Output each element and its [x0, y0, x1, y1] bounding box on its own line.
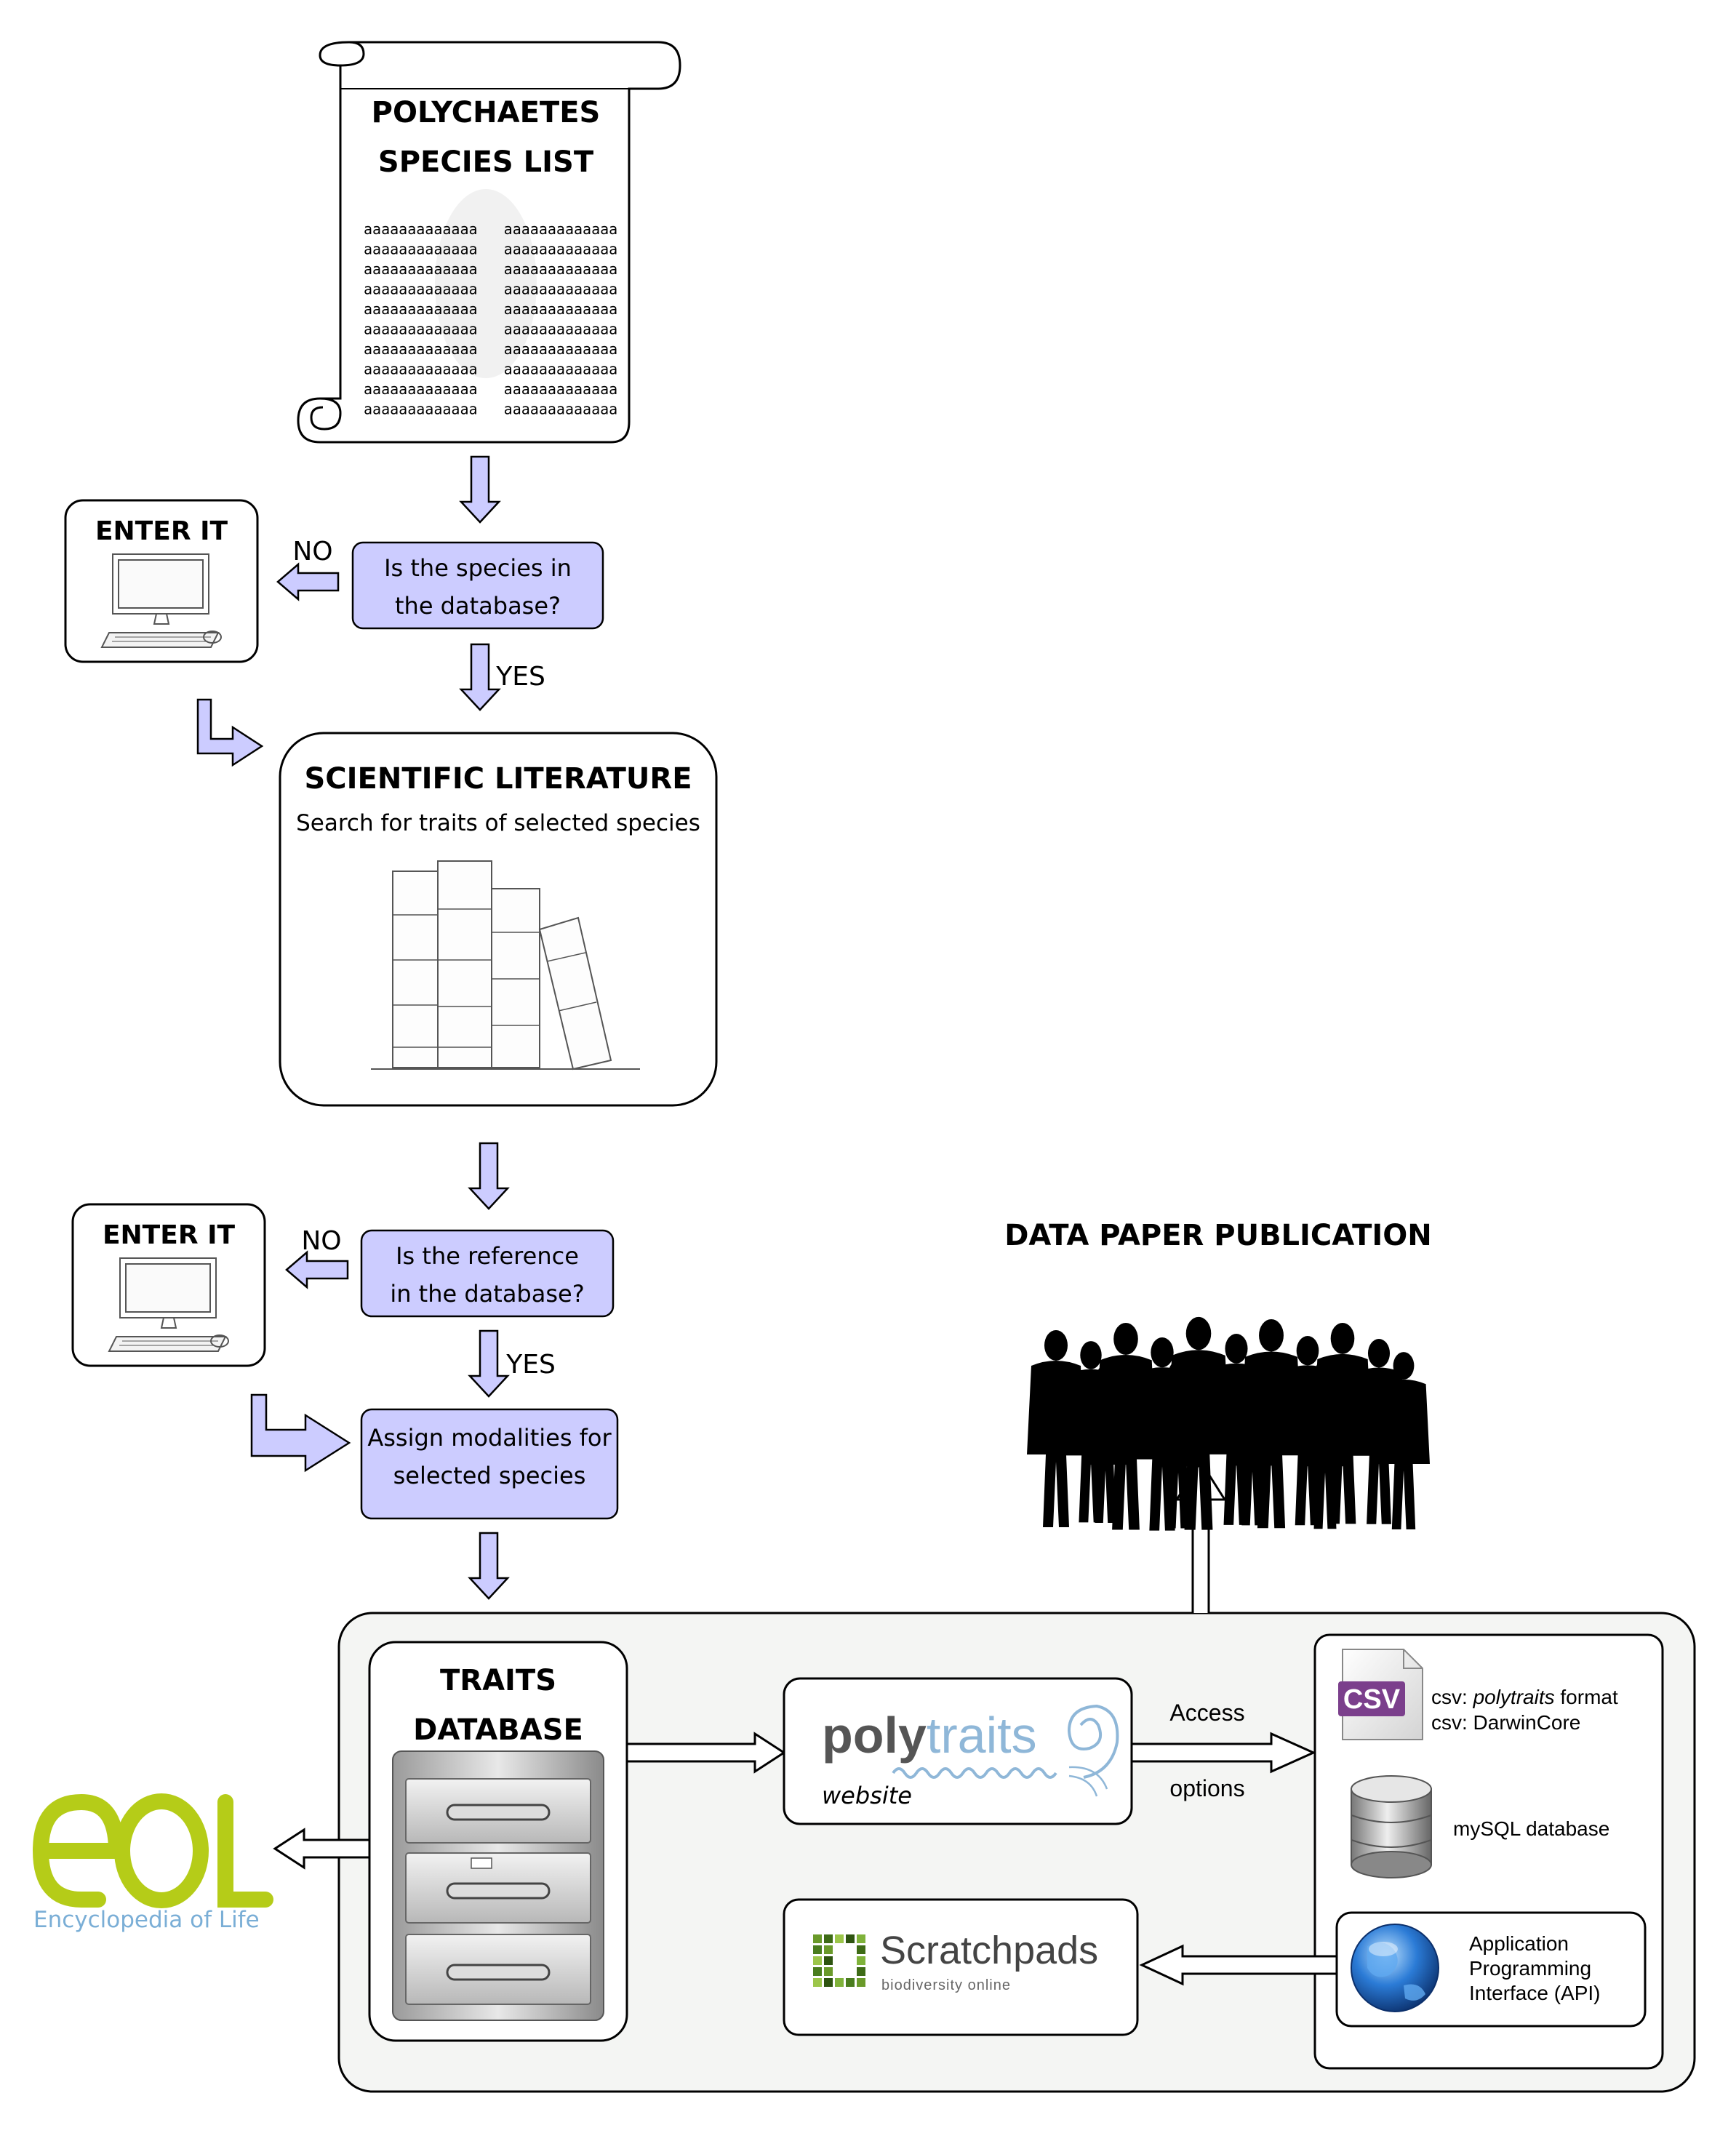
arrow-access-options: [1130, 1732, 1316, 1774]
scroll-filler-row: aaaaaaaaaaaaa aaaaaaaaaaaaa: [364, 281, 617, 298]
scroll-filler-row: aaaaaaaaaaaaa aaaaaaaaaaaaa: [364, 380, 617, 398]
eol-mark-icon: [32, 1793, 273, 1908]
globe-icon: [1351, 1924, 1439, 2012]
arrow-left-no-1: [276, 562, 340, 601]
polytraits-logo-part1: poly: [822, 1707, 927, 1764]
scroll-filler-row: aaaaaaaaaaaaa aaaaaaaaaaaaa: [364, 401, 617, 418]
arrow-down-3: [468, 1532, 510, 1600]
traits-database-box: TRAITS DATABASE: [368, 1641, 628, 2042]
publication-title: DATA PAPER PUBLICATION: [1004, 1219, 1432, 1252]
scratchpads-name: Scratchpads: [880, 1929, 1098, 1972]
no-label-2: NO: [301, 1226, 341, 1256]
person-silhouette: [1082, 1365, 1129, 1523]
csv-line1-italic: polytraits: [1473, 1686, 1555, 1708]
arrow-down-yes-1: [459, 643, 501, 711]
yes-label-2: YES: [505, 1350, 556, 1380]
decision-reference-in-database: Is the reference in the database?: [360, 1229, 615, 1318]
no-label-1: NO: [292, 537, 332, 567]
access-line2: options: [1169, 1775, 1244, 1801]
api-line2: Programming: [1469, 1957, 1591, 1980]
assign-line1: Assign modalities for: [367, 1424, 612, 1452]
eol-logo: Encyclopedia of Life: [32, 1793, 273, 1933]
csv-badge: CSV: [1343, 1684, 1401, 1715]
arrow-down-1: [459, 455, 501, 524]
enter-it-box-2: ENTER IT: [71, 1203, 266, 1367]
arrow-down-2: [468, 1142, 510, 1210]
scroll-filler-text: aaaaaaaaaaaaa aaaaaaaaaaaaa aaaaaaaaaaaaa…: [364, 220, 617, 418]
computer-icon: [108, 1257, 229, 1352]
assign-line2: selected species: [393, 1462, 586, 1489]
assign-modalities-box: Assign modalities for selected species: [360, 1408, 619, 1520]
scroll-filler-row: aaaaaaaaaaaaa aaaaaaaaaaaaa: [364, 361, 617, 378]
polytraits-spiral-icon: [1067, 1704, 1119, 1779]
polytraits-logo-part2: traits: [927, 1707, 1037, 1764]
decision-reference-line1: Is the reference: [396, 1242, 579, 1270]
decision-species-line2: the database?: [395, 592, 561, 620]
books-icon: [371, 860, 640, 1071]
scroll-filler-row: aaaaaaaaaaaaa aaaaaaaaaaaaa: [364, 241, 617, 258]
decision-species-line1: Is the species in: [384, 554, 572, 582]
access-line1: Access: [1169, 1700, 1244, 1726]
scroll-filler-row: aaaaaaaaaaaaa aaaaaaaaaaaaa: [364, 300, 617, 318]
traits-db-line2: DATABASE: [413, 1713, 583, 1747]
scroll-filler-row: aaaaaaaaaaaaa aaaaaaaaaaaaa: [364, 340, 617, 358]
person-silhouette: [1228, 1364, 1276, 1526]
arrow-elbow-2: [250, 1393, 351, 1473]
svg-text:polytraits: polytraits: [822, 1707, 1037, 1764]
scroll-filler-row: aaaaaaaaaaaaa aaaaaaaaaaaaa: [364, 260, 617, 278]
enter-it-box-1: ENTER IT: [64, 499, 259, 663]
arrow-elbow-1: [196, 698, 264, 767]
api-line1: Application: [1469, 1932, 1569, 1955]
scroll-title-line2: SPECIES LIST: [378, 145, 594, 179]
scratchpads-box: Scratchpads biodiversity online: [783, 1898, 1139, 2036]
scroll-filler-row: aaaaaaaaaaaaa aaaaaaaaaaaaa: [364, 321, 617, 338]
person-silhouette: [1153, 1361, 1203, 1529]
eol-caption: Encyclopedia of Life: [33, 1907, 260, 1933]
filing-cabinet-icon: [392, 1750, 604, 2021]
decision-species-in-database: Is the species in the database?: [351, 541, 604, 630]
polytraits-tentacle-icon: [1068, 1766, 1108, 1797]
sketch-watermark: [435, 189, 537, 378]
polytraits-website-box: polytraits website: [783, 1677, 1133, 1825]
api-line3: Interface (API): [1469, 1982, 1601, 2004]
scroll-filler-row: aaaaaaaaaaaaa aaaaaaaaaaaaa: [364, 220, 617, 238]
decision-reference-line2: in the database?: [390, 1280, 584, 1308]
people-crowd-icon: [1027, 1316, 1430, 1531]
polytraits-wave-icon: [892, 1767, 1057, 1779]
csv-line2: csv: DarwinCore: [1431, 1711, 1580, 1734]
scroll-title-line1: POLYCHAETES: [372, 96, 601, 129]
person-silhouette: [1300, 1359, 1351, 1529]
species-list-scroll: POLYCHAETES SPECIES LIST aaaaaaaaaaaaa a…: [297, 41, 681, 444]
computer-icon: [100, 553, 222, 648]
literature-subtitle: Search for traits of selected species: [296, 810, 700, 836]
database-cylinder-icon: [1351, 1775, 1432, 1878]
scratchpads-logo-icon: [813, 1934, 865, 1987]
yes-label-1: YES: [495, 662, 545, 692]
enter-it-title-1: ENTER IT: [95, 516, 228, 546]
mysql-label: mySQL database: [1453, 1817, 1609, 1840]
csv-line1-prefix: csv:: [1431, 1686, 1473, 1708]
literature-title: SCIENTIFIC LITERATURE: [304, 762, 692, 796]
arrow-down-yes-2: [468, 1329, 510, 1398]
traits-db-line1: TRAITS: [440, 1664, 556, 1697]
scientific-literature-box: SCIENTIFIC LITERATURE Search for traits …: [279, 732, 718, 1107]
scratchpads-tagline: biodiversity online: [881, 1977, 1011, 1993]
arrow-left-no-2: [285, 1250, 349, 1289]
csv-file-icon: CSV: [1338, 1649, 1423, 1740]
arrow-to-eol: [273, 1828, 371, 1870]
polytraits-caption: website: [822, 1782, 912, 1809]
access-options-box: CSV csv: polytraits format csv: DarwinCo…: [1313, 1633, 1664, 2070]
person-silhouette: [1377, 1352, 1430, 1529]
svg-text:csv: polytraits format: csv: polytraits format: [1431, 1686, 1618, 1708]
arrow-to-polytraits: [625, 1732, 786, 1774]
arrow-to-scratchpads: [1139, 1944, 1338, 1986]
csv-line1-suffix: format: [1555, 1686, 1618, 1708]
enter-it-title-2: ENTER IT: [103, 1220, 236, 1250]
